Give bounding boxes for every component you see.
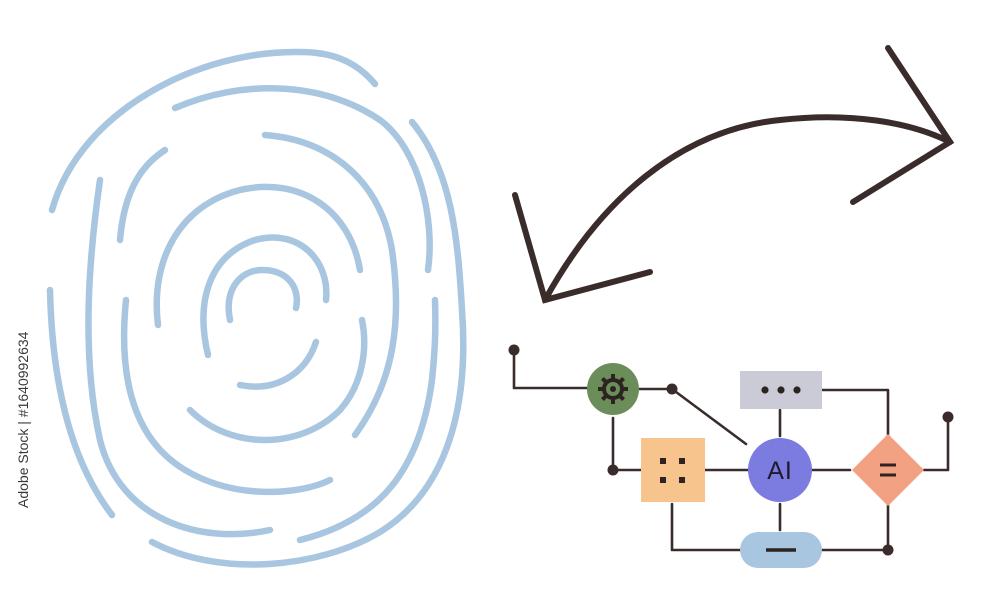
flow-connectors <box>508 344 954 556</box>
equals-node <box>852 434 924 506</box>
connector-dot <box>882 544 894 556</box>
ellipsis-node <box>740 371 822 409</box>
connector-dot <box>942 411 954 423</box>
grid-node <box>641 438 705 502</box>
minus-node <box>740 532 822 568</box>
connector-dot <box>607 464 619 476</box>
equals-icon <box>880 463 896 477</box>
side-watermark-text: Adobe Stock | #1640992634 <box>15 331 31 508</box>
gear-icon <box>598 374 628 404</box>
ellipsis-icon <box>761 386 801 394</box>
fingerprint-icon <box>46 48 467 568</box>
connector-dot <box>666 383 678 395</box>
ai-label: AI <box>767 457 793 485</box>
grid-dots-icon <box>660 458 685 483</box>
ai-node: AI <box>748 438 812 502</box>
connector-dot <box>508 344 520 356</box>
double-curved-arrow <box>512 45 955 304</box>
gear-node <box>587 363 639 415</box>
